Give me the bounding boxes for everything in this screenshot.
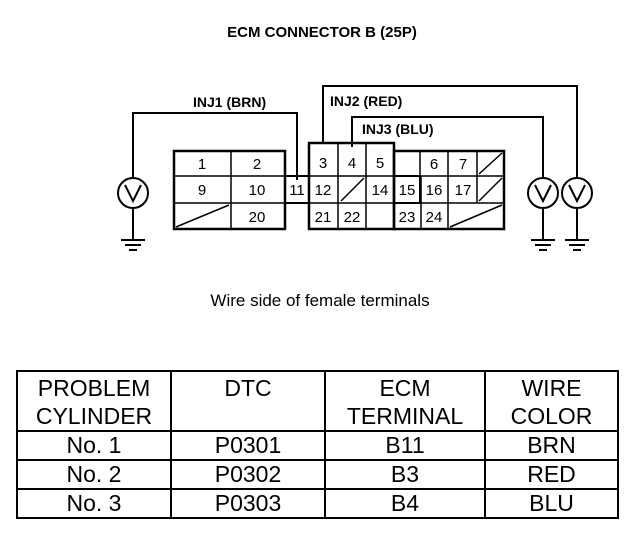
header-wire-color: WIRE COLOR <box>484 370 619 432</box>
table-row: No. 2 P0302 B3 RED <box>16 459 619 490</box>
diagram-caption: Wire side of female terminals <box>210 291 430 310</box>
header-line: DTC <box>224 375 272 401</box>
pin-16: 16 <box>426 182 443 199</box>
pin-7: 7 <box>459 156 467 173</box>
table-cell: P0301 <box>170 430 326 461</box>
wire-label-inj1: INJ1 (BRN) <box>193 94 266 110</box>
pin-1: 1 <box>198 156 206 173</box>
voltmeter-left-icon <box>117 177 149 251</box>
header-problem-cylinder: PROBLEM CYLINDER <box>16 370 172 432</box>
table-cell: RED <box>484 459 619 490</box>
table-cell: P0303 <box>170 488 326 519</box>
pin-2: 2 <box>253 156 261 173</box>
header-line: WIRE <box>521 375 582 401</box>
pin-9: 9 <box>198 182 206 199</box>
header-ecm-terminal: ECM TERMINAL <box>324 370 486 432</box>
table-cell: P0302 <box>170 459 326 490</box>
wire-label-inj2: INJ2 (RED) <box>330 93 402 109</box>
pin-22: 22 <box>344 209 361 226</box>
pin-12: 12 <box>315 182 332 199</box>
table-cell: No. 2 <box>16 459 172 490</box>
pin-6: 6 <box>430 156 438 173</box>
pin-10: 10 <box>249 182 266 199</box>
voltmeter-right-icon <box>561 177 593 251</box>
ecm-connector-b <box>172 141 506 231</box>
voltmeter-middle-icon <box>527 177 559 251</box>
header-line: TERMINAL <box>346 403 464 429</box>
pin-21: 21 <box>315 209 332 226</box>
wire-inj3 <box>351 116 544 177</box>
pin-14: 14 <box>372 182 389 199</box>
pin-5: 5 <box>376 155 384 172</box>
wire-inj1 <box>132 112 298 180</box>
table-row: No. 3 P0303 B4 BLU <box>16 488 619 519</box>
table-header-row: PROBLEM CYLINDER DTC ECM TERMINAL WIRE C… <box>16 370 619 432</box>
table-cell: B4 <box>324 488 486 519</box>
header-dtc: DTC <box>170 370 326 432</box>
diagram-title: ECM CONNECTOR B (25P) <box>227 24 417 41</box>
table-cell: BLU <box>484 488 619 519</box>
connector-pins: 1 2 9 10 20 11 3 4 5 12 14 21 22 15 6 7 … <box>198 155 472 226</box>
table-cell: No. 1 <box>16 430 172 461</box>
header-line: CYLINDER <box>35 403 153 429</box>
table-row: No. 1 P0301 B11 BRN <box>16 430 619 461</box>
pin-3: 3 <box>319 155 327 172</box>
table-cell: B3 <box>324 459 486 490</box>
dtc-table: PROBLEM CYLINDER DTC ECM TERMINAL WIRE C… <box>16 370 619 519</box>
wire-inj2 <box>322 85 578 177</box>
connector-diagram: ECM CONNECTOR B (25P) INJ1 (BRN) INJ2 (R… <box>117 24 593 251</box>
table-cell: No. 3 <box>16 488 172 519</box>
pin-15: 15 <box>399 182 416 199</box>
header-line: PROBLEM <box>37 375 151 401</box>
pin-11: 11 <box>289 182 305 199</box>
table-cell: B11 <box>324 430 486 461</box>
header-line: COLOR <box>510 403 593 429</box>
header-line: ECM <box>379 375 431 401</box>
pin-17: 17 <box>455 182 472 199</box>
pin-23: 23 <box>399 209 416 226</box>
wire-label-inj3: INJ3 (BLU) <box>362 121 434 137</box>
pin-24: 24 <box>426 209 443 226</box>
pin-20: 20 <box>249 209 266 226</box>
pin-4: 4 <box>348 155 356 172</box>
table-cell: BRN <box>484 430 619 461</box>
